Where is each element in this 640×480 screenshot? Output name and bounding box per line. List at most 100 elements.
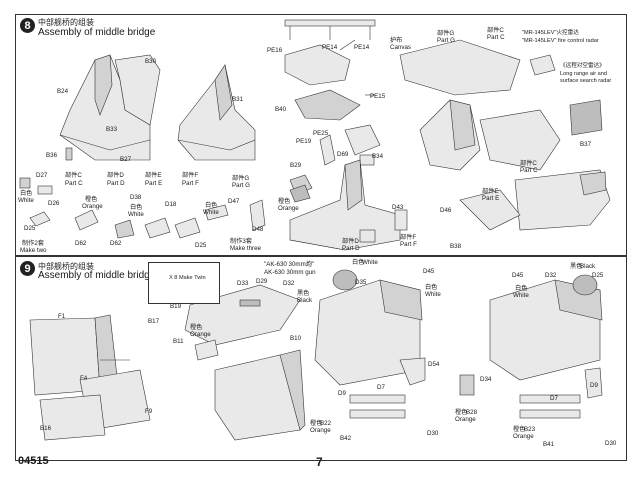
label-radar2a: Long range air and <box>560 71 607 77</box>
label-ak630-cn: "AK-630 30mm炮" <box>264 261 315 268</box>
label-sub-partg-cn: 部件G <box>232 175 250 182</box>
label-b33: B33 <box>106 126 118 133</box>
label-d45: D45 <box>423 268 435 275</box>
label-orange2-9: Orange <box>310 427 331 434</box>
label-b27: B27 <box>120 156 132 163</box>
part-b34-mast <box>289 124 381 196</box>
label-sub-partf: Part F <box>182 180 199 187</box>
label-b41: B41 <box>543 441 555 448</box>
label-white3-cn-9: 白色 <box>515 285 528 292</box>
label-d9b: D9 <box>590 382 598 389</box>
twin-inset-box: X 8 Make Twin <box>148 262 220 304</box>
label-sub-white2-cn: 白色 <box>130 204 143 211</box>
label-white3-9: White <box>513 292 529 299</box>
label-d18: D18 <box>165 201 177 208</box>
label-d38: D38 <box>130 194 142 201</box>
inset-make-twin-text: X 8 Make Twin <box>169 275 206 281</box>
label-sub-white3-cn: 白色 <box>205 202 218 209</box>
label-d9: D9 <box>338 390 346 397</box>
label-sub-white2: White <box>128 211 144 218</box>
label-orange3-cn-9: 橙色 <box>455 409 468 416</box>
label-white2-9: White <box>425 291 441 298</box>
label-d46: D46 <box>440 207 452 214</box>
label-partd: Part D <box>342 245 360 252</box>
label-white-9: White <box>362 259 378 266</box>
label-black2: Black <box>580 263 596 270</box>
label-partc2: Part C <box>487 34 505 41</box>
label-radar1-cn: "MR-145LEV"火控雷达 <box>522 30 579 36</box>
label-sub-partd-cn: 部件D <box>107 172 124 179</box>
label-orange2-cn-9: 橙色 <box>310 420 323 427</box>
step8-title-en: Assembly of middle bridge <box>38 27 156 38</box>
label-sub-partg: Part G <box>232 182 250 189</box>
label-partf: Part F <box>400 241 417 248</box>
label-ak630: AK-630 30mm gun <box>264 269 316 276</box>
label-pe14: PE14 <box>322 44 338 51</box>
label-d30b: D30 <box>605 440 617 447</box>
label-white-8: White <box>18 197 34 204</box>
label-sub-parte: Part E <box>145 180 163 187</box>
label-d25b: D25 <box>195 242 207 249</box>
label-partc-8b: Part C <box>520 167 538 174</box>
label-b23: B23 <box>524 426 536 433</box>
label-d34: D34 <box>480 376 492 383</box>
label-d48: D48 <box>252 226 264 233</box>
label-b34: B34 <box>372 153 384 160</box>
label-d32b: D32 <box>545 272 557 279</box>
label-make2-cn: 制作2套 <box>22 240 45 247</box>
label-partd-cn: 部件D <box>342 238 359 245</box>
label-sub-partd: Part D <box>107 180 125 187</box>
step9-title-cn: 中部舰桥的组装 <box>38 262 94 271</box>
label-sub-orange: Orange <box>82 203 103 210</box>
label-sub-orange-cn: 橙色 <box>85 196 98 203</box>
step9-panel <box>15 256 627 461</box>
step8-subpart-details <box>19 177 266 239</box>
part-d-f-bridge-deck <box>289 159 408 251</box>
label-b10: B10 <box>290 335 302 342</box>
label-d26: D26 <box>48 200 60 207</box>
label-f1: F1 <box>58 313 66 320</box>
label-f9: F9 <box>145 408 153 415</box>
label-pe14b: PE14 <box>354 44 370 51</box>
label-b31: B31 <box>232 96 244 103</box>
label-partc-cn-8b: 部件C <box>520 160 537 167</box>
label-partg: Part G <box>437 37 455 44</box>
label-orange-9a: Orange <box>190 331 211 338</box>
label-white2-cn-9: 白色 <box>425 284 438 291</box>
label-d32: D32 <box>283 280 295 287</box>
label-d25-9: D25 <box>592 272 604 279</box>
label-partc2-cn: 部件C <box>487 27 504 34</box>
label-black: Black <box>297 297 313 304</box>
label-b11: B11 <box>173 338 184 345</box>
label-d69: D69 <box>337 151 349 158</box>
label-d54: D54 <box>428 361 440 368</box>
label-sub-partc-cn: 部件C <box>65 172 82 179</box>
label-orange-cn-8a: 橙色 <box>278 198 291 205</box>
label-d29: D29 <box>256 278 268 285</box>
label-d47: D47 <box>228 198 240 205</box>
label-pe16: PE16 <box>267 47 283 54</box>
label-pe19: PE19 <box>296 138 312 145</box>
label-d27: D27 <box>36 172 48 179</box>
label-sub-partf-cn: 部件F <box>182 172 199 179</box>
part-b24-b27-assembly <box>59 54 161 161</box>
label-b29: B29 <box>290 162 302 169</box>
label-d33: D33 <box>237 280 249 287</box>
label-make2: Make two <box>20 247 47 254</box>
label-canvas: Canvas <box>390 44 411 51</box>
label-b28: B28 <box>466 409 478 416</box>
part-f1-f4-f9-walls <box>29 314 151 441</box>
label-d62b: D62 <box>110 240 122 247</box>
part-b31 <box>177 64 256 161</box>
step8-panel <box>15 14 627 256</box>
label-d25: D25 <box>24 225 36 232</box>
step8-title-cn: 中部舰桥的组装 <box>38 18 94 27</box>
label-orange-cn-9a: 橙色 <box>190 324 203 331</box>
label-b37: B37 <box>580 141 592 148</box>
label-f4: F4 <box>80 375 88 382</box>
label-sub-white3: White <box>203 209 219 216</box>
step9-title-en: Assembly of middle bridge <box>38 270 156 281</box>
label-canvas-cn: 护布 <box>390 37 403 44</box>
